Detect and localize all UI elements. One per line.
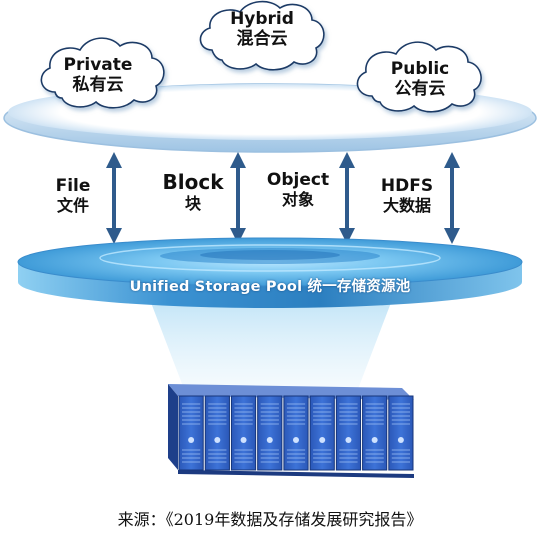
server-unit [257, 395, 283, 471]
server-unit [178, 395, 204, 471]
light-beam [150, 300, 392, 410]
cloud-public-en: Public [390, 59, 450, 79]
server-unit [230, 395, 257, 471]
protocol-arrows [106, 152, 460, 244]
cloud-private-zh: 私有云 [72, 74, 124, 95]
server-unit [388, 395, 414, 471]
protocol-object: Object 对象 [253, 170, 343, 210]
protocol-object-zh: 对象 [281, 190, 314, 210]
public-cloud-shape [356, 41, 482, 113]
protocol-block: Block 块 [148, 170, 238, 213]
storage-pool-label: Unified Storage Pool 统一存储资源池 [129, 279, 411, 295]
protocol-file-en: File [55, 176, 91, 196]
protocol-object-en: Object [266, 170, 330, 190]
protocol-hdfs-en: HDFS [380, 176, 434, 196]
cloud-private: Private 私有云 [38, 55, 158, 95]
server-unit [362, 395, 388, 471]
private-cloud-shape [40, 37, 165, 109]
cloud-hybrid-en: Hybrid [230, 9, 294, 29]
cloud-public: Public 公有云 [360, 59, 480, 99]
server-unit [283, 395, 309, 471]
server-unit [309, 395, 335, 471]
server-unit [335, 395, 362, 471]
hybrid-cloud-shape [199, 0, 325, 71]
cloud-hybrid: Hybrid 混合云 [202, 9, 322, 49]
server-unit [204, 395, 230, 471]
cloud-hybrid-zh: 混合云 [236, 28, 288, 49]
protocol-file: File 文件 [28, 176, 118, 216]
server-rack [168, 384, 414, 478]
protocol-block-zh: 块 [184, 194, 201, 213]
source-caption: 来源：《2019年数据及存储发展研究报告》 [117, 510, 423, 529]
protocol-block-en: Block [162, 170, 224, 194]
cloud-private-en: Private [63, 55, 133, 75]
protocol-hdfs-zh: 大数据 [382, 196, 431, 216]
storage-pool-disk [17, 237, 523, 308]
protocol-hdfs: HDFS 大数据 [362, 176, 452, 216]
protocol-file-zh: 文件 [56, 196, 89, 216]
cloud-public-zh: 公有云 [394, 78, 446, 99]
